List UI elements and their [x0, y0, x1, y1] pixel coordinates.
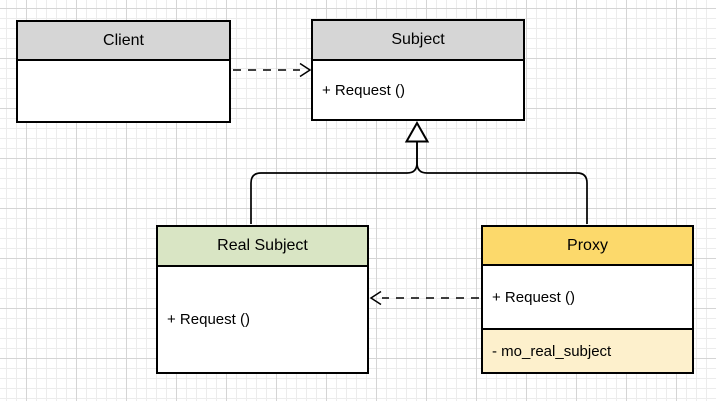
class-box-real-subject[interactable]: Real Subject + Request () — [156, 225, 369, 374]
class-box-client[interactable]: Client — [16, 20, 231, 123]
class-name-client: Client — [18, 22, 229, 61]
class-attribute-proxy: - mo_real_subject — [483, 328, 692, 372]
class-body-client — [18, 61, 229, 121]
class-name-real-subject: Real Subject — [158, 227, 367, 267]
class-box-proxy[interactable]: Proxy + Request () - mo_real_subject — [481, 225, 694, 374]
hollow-triangle-icon — [404, 120, 430, 143]
class-name-proxy: Proxy — [483, 227, 692, 266]
class-box-subject[interactable]: Subject + Request () — [311, 19, 525, 121]
open-arrowhead-icon — [299, 62, 312, 78]
class-method-subject: + Request () — [322, 81, 405, 99]
dependency-arrow-proxy-to-real-subject[interactable] — [369, 290, 479, 306]
class-name-subject: Subject — [313, 21, 523, 61]
class-method-proxy: + Request () — [492, 288, 575, 306]
generalization-connector[interactable] — [250, 120, 588, 224]
open-arrowhead-icon — [369, 290, 382, 306]
class-method-real-subject: + Request () — [167, 311, 250, 328]
dependency-arrow-client-to-subject[interactable] — [233, 62, 312, 78]
